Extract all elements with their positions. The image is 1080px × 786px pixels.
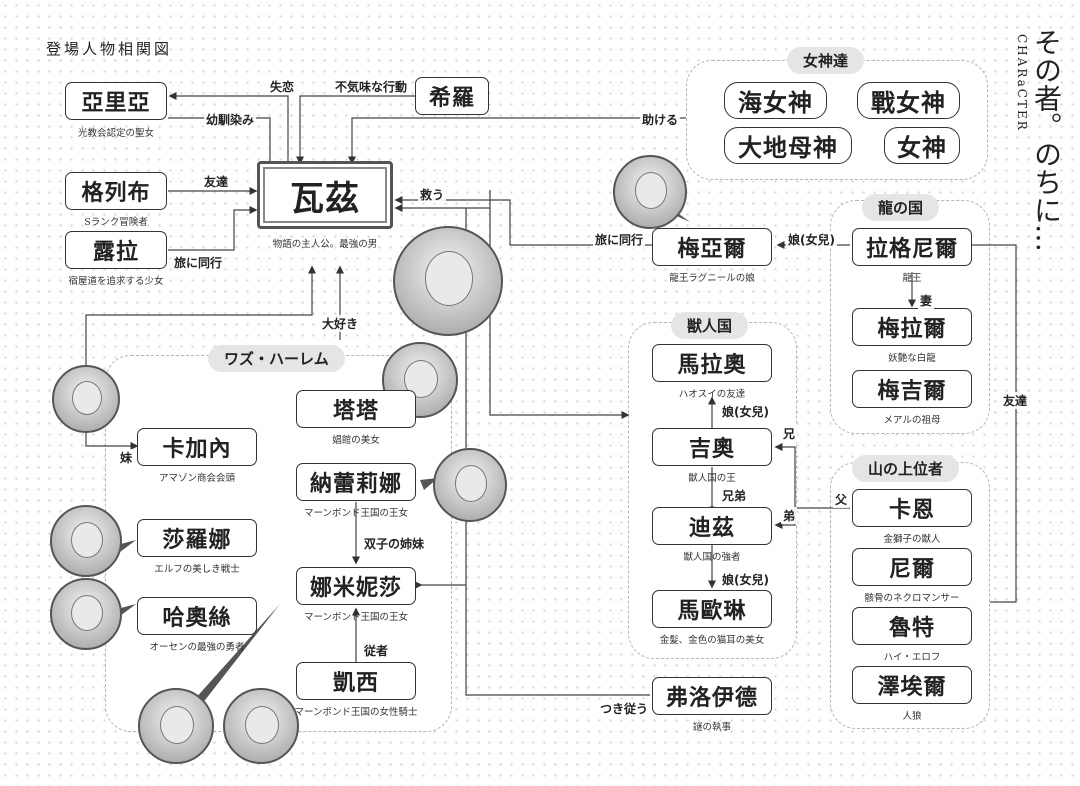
char-marao[interactable]: 馬拉奧 [652, 344, 772, 382]
char-rura-desc: 宿屋道を追求する少女 [68, 276, 164, 287]
group-mountain-title: 山の上位者 [852, 455, 960, 482]
rel-tsuma: 妻 [918, 292, 935, 309]
char-nalina-desc: マーンボンド王国の王女 [303, 508, 409, 519]
char-meal[interactable]: 梅亞爾 [652, 228, 772, 266]
group-beast-title: 獣人国 [671, 312, 749, 339]
char-freud[interactable]: 弗洛伊德 [652, 677, 772, 715]
avatar-nameisa [138, 688, 214, 764]
rel-jusha: 従者 [362, 642, 391, 659]
char-lute-desc: ハイ・エロフ [883, 652, 941, 663]
rel-fukimi: 不気味な行動 [333, 78, 410, 95]
char-kajiana[interactable]: 卡加內 [137, 428, 257, 466]
char-haosi[interactable]: 哈奧絲 [137, 597, 257, 635]
avatar-nalina [433, 448, 507, 522]
char-haosi-desc: オーセンの最強の勇者 [149, 642, 245, 653]
rel-tabi2: 旅に同行 [593, 231, 646, 248]
goddess-earth[interactable]: 大地母神 [724, 127, 852, 164]
char-lute[interactable]: 魯特 [852, 607, 972, 645]
char-kiira[interactable]: 希羅 [415, 77, 489, 115]
rel-tomo1: 友達 [202, 173, 231, 190]
char-glav[interactable]: 格列布 [65, 172, 167, 210]
rel-osana: 幼馴染み [204, 111, 257, 128]
group-dragon-title: 龍の国 [862, 194, 940, 221]
char-nir-desc: 骸骨のネクロマンサー [864, 593, 960, 604]
logo-main: その者。のちに… [1030, 28, 1063, 252]
char-jiao-desc: 獣人国の王 [688, 473, 736, 484]
char-ragnir-desc: 龍王 [902, 273, 922, 284]
char-jiao[interactable]: 吉奧 [652, 428, 772, 466]
char-meral[interactable]: 梅拉爾 [852, 308, 972, 346]
char-meral-desc: 妖艶な白龍 [888, 353, 936, 364]
avatar-haosi [50, 578, 122, 650]
rel-tasukeru: 助ける [640, 111, 681, 128]
char-ragnir[interactable]: 拉格尼爾 [852, 228, 972, 266]
char-nalina[interactable]: 納蕾莉娜 [296, 463, 416, 501]
char-glav-desc: Sランク冒険者 [84, 217, 148, 228]
char-megir-desc: メアルの祖母 [883, 415, 941, 426]
char-zaeir[interactable]: 澤埃爾 [852, 666, 972, 704]
char-sarona[interactable]: 莎羅娜 [137, 519, 257, 557]
rel-tsuki: つき従う [598, 700, 651, 717]
rel-chichi: 父 [833, 491, 850, 508]
rel-daisuki: 大好き [320, 315, 361, 332]
char-nameisa[interactable]: 娜米妮莎 [296, 567, 416, 605]
avatar-kaisi [223, 688, 299, 764]
rel-otouto: 弟 [781, 507, 798, 524]
char-meal-desc: 龍王ラグニールの娘 [669, 273, 755, 284]
char-tata[interactable]: 塔塔 [296, 390, 416, 428]
char-diz[interactable]: 迪茲 [652, 507, 772, 545]
char-sarona-desc: エルフの美しき戦士 [154, 564, 240, 575]
char-aria[interactable]: 亞里亞 [65, 82, 167, 120]
char-kaen[interactable]: 卡恩 [852, 489, 972, 527]
avatar-sarona [50, 505, 122, 577]
group-goddesses-title: 女神達 [787, 47, 865, 74]
avatar-kajiana [52, 365, 120, 433]
char-waz-desc: 物語の主人公。最強の男 [272, 239, 378, 250]
char-kaen-desc: 金獅子の獣人 [883, 534, 941, 545]
rel-musume1: 娘(女兒) [786, 231, 837, 248]
char-tata-desc: 娼館の美女 [332, 435, 380, 446]
goddess-war[interactable]: 戰女神 [857, 82, 960, 119]
char-kaisi[interactable]: 凱西 [296, 662, 416, 700]
char-kajiana-desc: アマゾン商会会頭 [158, 473, 236, 484]
char-kaisi-desc: マーンボンド王国の女性騎士 [294, 707, 418, 718]
char-maolin-desc: 金髪、金色の猫耳の美女 [659, 635, 765, 646]
rel-tomo2: 友達 [1001, 392, 1030, 409]
group-harem-title: ワズ・ハーレム [208, 345, 345, 372]
char-marao-desc: ハオスイの友達 [678, 389, 746, 400]
char-waz[interactable]: 瓦茲 [257, 161, 393, 229]
char-aria-desc: 光教会認定の聖女 [77, 128, 155, 139]
char-freud-desc: 謎の執事 [692, 722, 732, 733]
avatar-waz [393, 226, 503, 336]
rel-imouto: 妹 [118, 449, 135, 466]
goddess-goddess[interactable]: 女神 [884, 127, 960, 164]
rel-sukuu: 救う [418, 186, 447, 203]
char-nameisa-desc: マーンボンド王国の王女 [303, 612, 409, 623]
rel-musume3: 娘(女兒) [720, 571, 771, 588]
char-rura[interactable]: 露拉 [65, 231, 167, 269]
page-title: 登場人物相関図 [46, 40, 173, 58]
avatar-meal [613, 155, 687, 229]
rel-kyodai: 兄弟 [720, 487, 749, 504]
rel-musume2: 娘(女兒) [720, 403, 771, 420]
char-maolin[interactable]: 馬歐琳 [652, 590, 772, 628]
char-megir[interactable]: 梅吉爾 [852, 370, 972, 408]
series-logo: その者。のちに… CHARaCTER [1003, 28, 1063, 252]
char-nir[interactable]: 尼爾 [852, 548, 972, 586]
char-zaeir-desc: 人狼 [902, 711, 922, 722]
rel-futago: 双子の姉妹 [362, 535, 427, 552]
rel-ani: 兄 [781, 425, 798, 442]
char-diz-desc: 獣人国の強者 [683, 552, 741, 563]
logo-sub: CHARaCTER [1015, 34, 1029, 132]
rel-tabi1: 旅に同行 [172, 254, 225, 271]
rel-shitsuren: 失恋 [268, 78, 297, 95]
goddess-sea[interactable]: 海女神 [724, 82, 827, 119]
